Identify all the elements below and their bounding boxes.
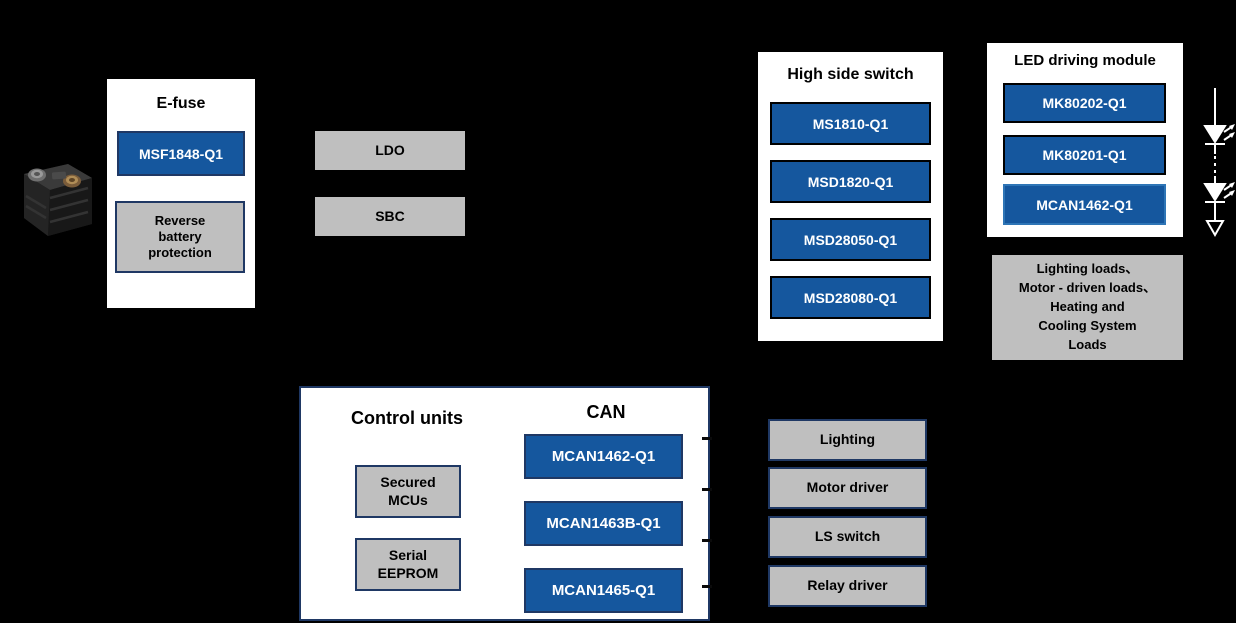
chip-mk80201: MK80201-Q1 <box>1003 135 1166 175</box>
secured-mcus-block: Secured MCUs <box>355 465 461 518</box>
connector-stub <box>702 539 712 542</box>
connector-stub <box>702 585 712 588</box>
ls-switch-block: LS switch <box>768 516 927 558</box>
connector-stub <box>702 488 712 491</box>
connector-stub <box>702 437 712 440</box>
high-side-switch-title: High side switch <box>787 66 914 83</box>
chip-mcan1462: MCAN1462-Q1 <box>524 434 683 479</box>
ldo-block: LDO <box>315 131 465 170</box>
car-battery-image <box>10 148 102 240</box>
loads-note-block: Lighting loads、 Motor - driven loads、 He… <box>992 255 1183 360</box>
reverse-battery-protection-block: Reverse battery protection <box>115 201 245 273</box>
chip-ms1810: MS1810-Q1 <box>770 102 931 145</box>
high-side-switch-panel: High side switch MS1810-Q1 MSD1820-Q1 MS… <box>758 52 943 341</box>
chip-mcan1465: MCAN1465-Q1 <box>524 568 683 613</box>
led-string-symbol <box>1199 88 1236 238</box>
led-driving-module-title: LED driving module <box>1014 52 1156 69</box>
efuse-panel-title: E-fuse <box>156 95 206 112</box>
control-units-title: Control units <box>351 408 463 428</box>
led-string-icon <box>1203 88 1235 238</box>
chip-msd1820: MSD1820-Q1 <box>770 160 931 203</box>
chip-mcan1463b: MCAN1463B-Q1 <box>524 501 683 546</box>
relay-driver-block: Relay driver <box>768 565 927 607</box>
chip-mcan1462-led: MCAN1462-Q1 <box>1003 184 1166 225</box>
car-battery-icon <box>24 164 92 236</box>
efuse-panel: E-fuse MSF1848-Q1 Reverse battery protec… <box>107 79 255 308</box>
chip-msf1848: MSF1848-Q1 <box>117 131 245 176</box>
can-section-title: CAN <box>586 402 626 422</box>
led-driving-module-panel: LED driving module MK80202-Q1 MK80201-Q1… <box>987 43 1183 237</box>
lighting-block: Lighting <box>768 419 927 461</box>
sbc-block: SBC <box>315 197 465 236</box>
chip-msd28050: MSD28050-Q1 <box>770 218 931 261</box>
chip-msd28080: MSD28080-Q1 <box>770 276 931 319</box>
serial-eeprom-block: Serial EEPROM <box>355 538 461 591</box>
control-units-panel: Control units CAN Secured MCUs Serial EE… <box>299 386 710 621</box>
motor-driver-block: Motor driver <box>768 467 927 509</box>
chip-mk80202: MK80202-Q1 <box>1003 83 1166 123</box>
